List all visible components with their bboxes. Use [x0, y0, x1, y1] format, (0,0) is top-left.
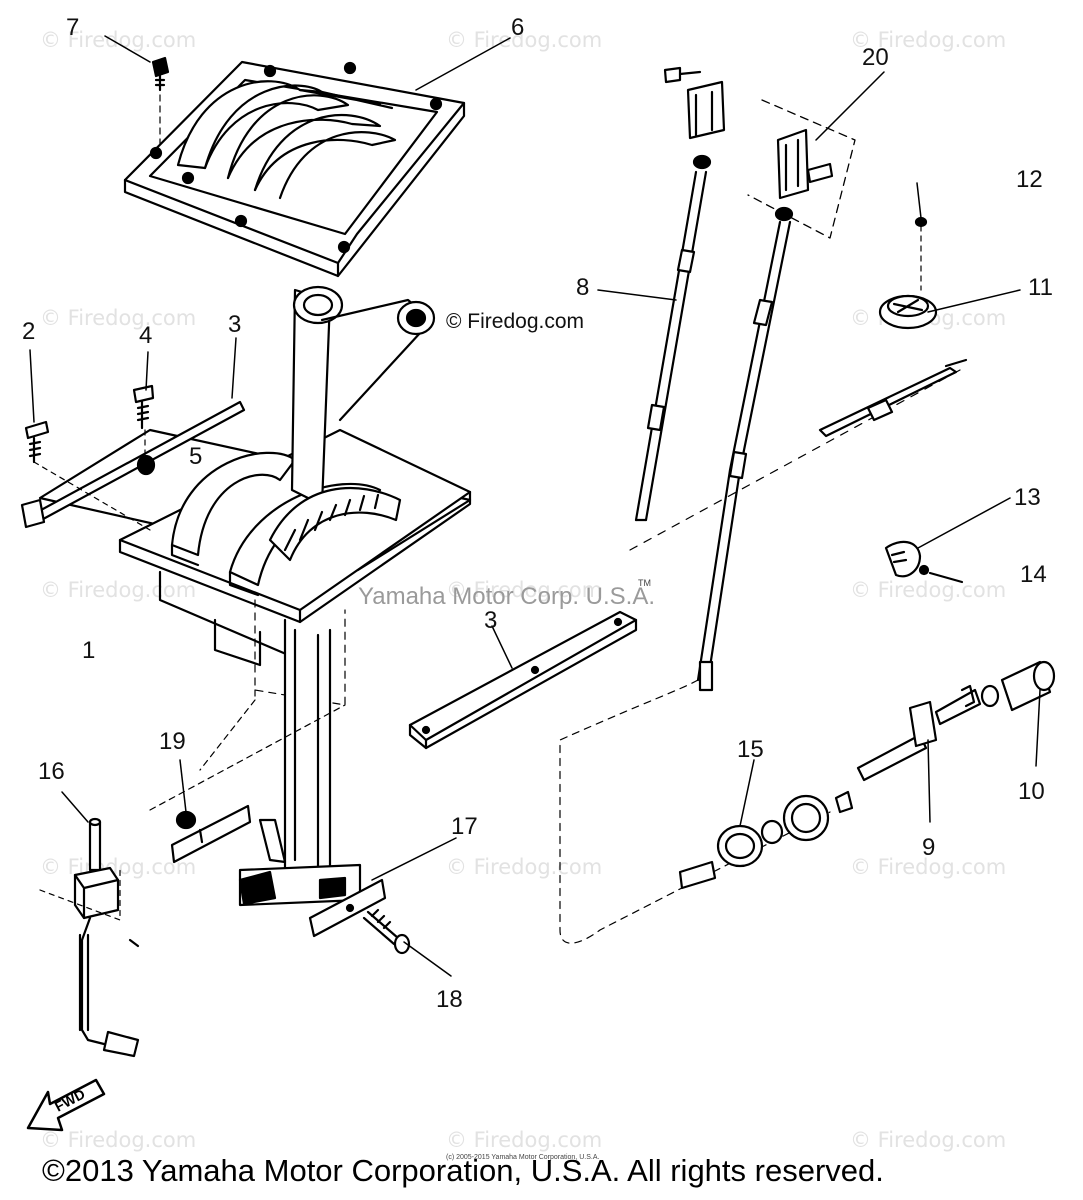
watermark: © Firedog.com	[850, 578, 1007, 602]
callout-12: 12	[1016, 166, 1043, 193]
plate-part-17	[308, 878, 387, 938]
watermark: © Firedog.com	[40, 1128, 197, 1152]
cable-part-8	[634, 66, 726, 522]
callout-14: 14	[1020, 561, 1047, 588]
screw-part-14	[918, 564, 964, 584]
callout-3-lower: 3	[484, 607, 498, 634]
screw-part-7	[151, 56, 170, 151]
callout-15: 15	[737, 736, 764, 763]
bolt-part-18	[362, 908, 411, 955]
callout-13: 13	[1014, 484, 1041, 511]
callout-4: 4	[139, 322, 153, 349]
callout-leaders	[29, 35, 1041, 977]
watermark: © Firedog.com	[446, 1128, 603, 1152]
knob-part-13	[884, 540, 922, 578]
watermark: © Firedog.com	[446, 28, 603, 52]
tm-mark: TM	[638, 578, 651, 588]
nut-part-15	[678, 824, 764, 890]
neutral-switch-part-16	[39, 817, 140, 1058]
watermark: © Firedog.com	[40, 306, 197, 330]
callout-19: 19	[159, 728, 186, 755]
callout-8: 8	[576, 274, 590, 301]
callout-7: 7	[66, 14, 80, 41]
screw-part-12	[914, 216, 928, 291]
grommet-part-11	[878, 294, 938, 330]
watermark: © Firedog.com	[446, 578, 603, 602]
callout-3-upper: 3	[228, 311, 242, 338]
watermark: © Firedog.com	[40, 28, 197, 52]
shift-rod	[818, 358, 968, 438]
callout-1: 1	[82, 637, 96, 664]
callout-5: 5	[189, 443, 203, 470]
callout-11: 11	[1028, 274, 1053, 301]
strip-part-3-upper	[20, 400, 246, 529]
cable-end-part-20	[747, 99, 856, 239]
callout-17: 17	[451, 813, 478, 840]
callout-18: 18	[436, 986, 463, 1013]
watermark: © Firedog.com	[850, 855, 1007, 879]
adjuster-assembly-part-9	[760, 684, 982, 845]
lock-nut-part-10	[980, 660, 1056, 712]
watermark: © Firedog.com	[40, 578, 197, 602]
watermark: © Firedog.com	[40, 855, 197, 879]
callout-10: 10	[1018, 778, 1045, 805]
shift-cover-plate-part-6	[123, 60, 466, 278]
copyright-notice: ©2013 Yamaha Motor Corporation, U.S.A. A…	[42, 1153, 884, 1188]
watermark: © Firedog.com	[850, 1128, 1007, 1152]
callout-2: 2	[22, 318, 36, 345]
cable-part-9	[559, 220, 961, 944]
watermark: © Firedog.com	[850, 28, 1007, 52]
callout-16: 16	[38, 758, 65, 785]
firedog-watermark: © Firedog.com	[446, 310, 585, 333]
strip-part-3-lower	[408, 610, 638, 750]
callout-20: 20	[862, 44, 889, 71]
callout-9: 9	[922, 834, 936, 861]
screw-part-2	[24, 420, 151, 531]
fine-print: (c) 2005-2015 Yamaha Motor Corporation, …	[446, 1154, 600, 1161]
watermark: © Firedog.com	[446, 855, 603, 879]
shift-lever-assembly-part-1	[38, 285, 472, 907]
bushing-part-19	[170, 804, 252, 864]
yamaha-watermark: Yamaha Motor Corp. U.S.A.	[358, 583, 655, 610]
fwd-arrow	[26, 1078, 106, 1132]
callout-6: 6	[511, 14, 525, 41]
